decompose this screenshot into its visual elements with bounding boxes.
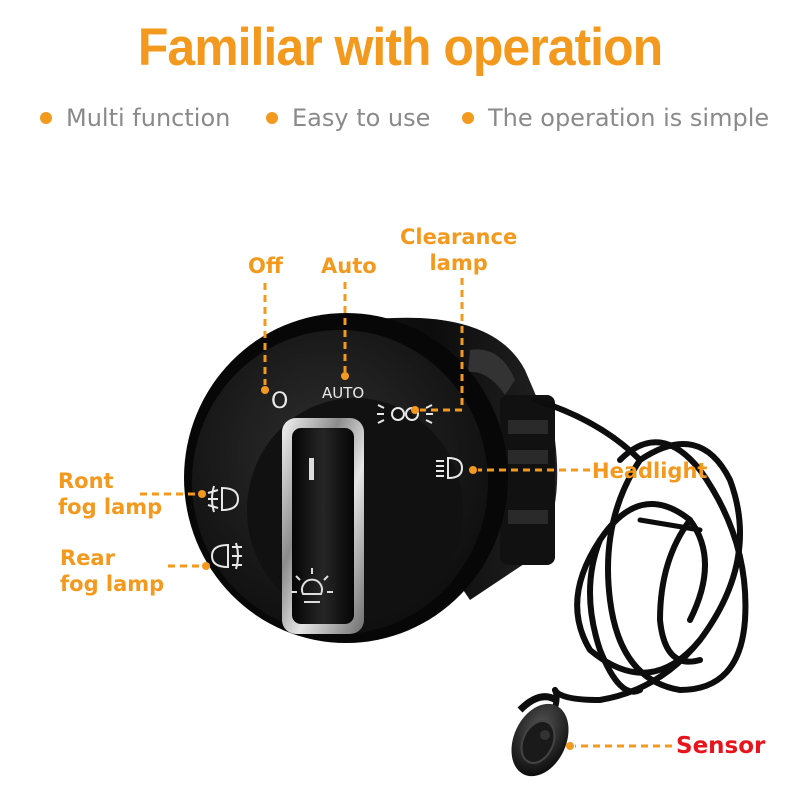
callout-sensor: Sensor: [676, 733, 765, 759]
callout-auto: Auto: [321, 253, 377, 279]
callout-sensor-label: Sensor: [676, 733, 766, 759]
feature-label: The operation is simple: [488, 104, 770, 132]
callout-clearance-label-line2: lamp: [429, 251, 488, 275]
feature-item: The operation is simple: [462, 104, 769, 132]
callout-clearance-label-line1: Clearance: [400, 225, 518, 249]
callout-front-fog-lamp: Ront fog lamp: [58, 468, 162, 520]
callout-rear-fog-label-line1: Rear: [60, 546, 115, 570]
callout-off-label: Off: [248, 254, 283, 278]
rear-fog-lamp-icon: [210, 542, 242, 570]
knob-light-icon: [291, 568, 333, 603]
callout-off: Off: [248, 253, 283, 279]
bullet-icon: [40, 112, 52, 124]
headlight-icon: [436, 456, 464, 480]
auto-position-marking: AUTO: [322, 384, 364, 402]
callout-rear-fog-label-line2: fog lamp: [60, 572, 165, 596]
feature-list: Multi function Easy to use The operation…: [0, 104, 800, 138]
cable-coil: [532, 397, 749, 723]
callout-front-fog-label-line1: Ront: [58, 469, 114, 493]
callout-headlight: Headlight: [592, 458, 707, 484]
knob-pointer-icon: [309, 458, 314, 480]
bullet-icon: [462, 112, 474, 124]
front-fog-lamp-icon: [207, 485, 240, 513]
rotary-knob: [282, 418, 364, 634]
sensor-plug: [511, 693, 569, 777]
page-title: Familiar with operation: [137, 17, 663, 77]
callout-auto-label: Auto: [321, 254, 377, 278]
callout-lines: [140, 278, 672, 750]
callout-clearance-lamp: Clearance lamp: [400, 224, 517, 276]
feature-label: Multi function: [66, 104, 231, 132]
bullet-icon: [266, 112, 278, 124]
callout-headlight-label: Headlight: [592, 459, 708, 483]
off-position-icon: O: [271, 389, 288, 414]
callout-front-fog-label-line2: fog lamp: [58, 495, 163, 519]
callout-rear-fog-lamp: Rear fog lamp: [60, 545, 164, 597]
feature-item: Multi function: [40, 104, 230, 132]
feature-label: Easy to use: [292, 104, 431, 132]
feature-item: Easy to use: [266, 104, 430, 132]
